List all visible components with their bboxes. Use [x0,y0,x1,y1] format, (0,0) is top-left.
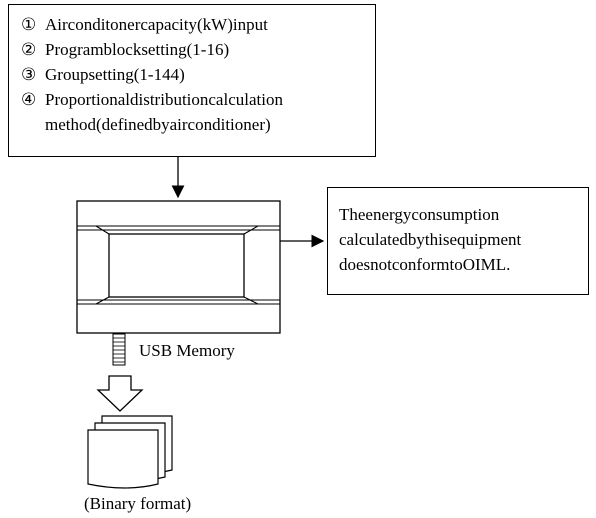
note-box: Theenergyconsumption calculatedbythisequ… [327,187,589,295]
item-number: ④ [21,90,37,109]
note-line-2: calculatedbythisequipment [339,230,522,249]
controller-device [76,200,281,334]
hollow-down-arrow-icon [96,375,144,412]
item-text: Programblocksetting(1-16) [45,40,230,59]
settings-item-4-continuation: method(definedbyairconditioner) [45,115,271,134]
note-line-1: Theenergyconsumption [339,205,500,224]
item-number: ② [21,40,37,59]
document-stack-icon [87,415,173,489]
settings-item-2: ② Programblocksetting(1-16) [21,37,375,62]
settings-item-3: ③ Groupsetting(1-144) [21,62,375,87]
note-line-3: doesnotconformtoOIML. [339,255,511,274]
item-text: Groupsetting(1-144) [45,65,185,84]
item-text: Proportionaldistributioncalculation [45,90,283,109]
binary-format-label: (Binary format) [84,494,192,513]
settings-box: ① Airconditonercapacity(kW)input ② Progr… [8,4,376,157]
usb-memory-label: USB Memory [139,341,235,360]
settings-item-4: ④ Proportionaldistributioncalculation [21,87,375,112]
settings-item-1: ① Airconditonercapacity(kW)input [21,12,375,37]
item-number: ① [21,15,37,34]
device-screen [108,233,245,298]
item-text: Airconditonercapacity(kW)input [45,15,268,34]
item-number: ③ [21,65,37,84]
usb-memory-icon [112,333,126,366]
